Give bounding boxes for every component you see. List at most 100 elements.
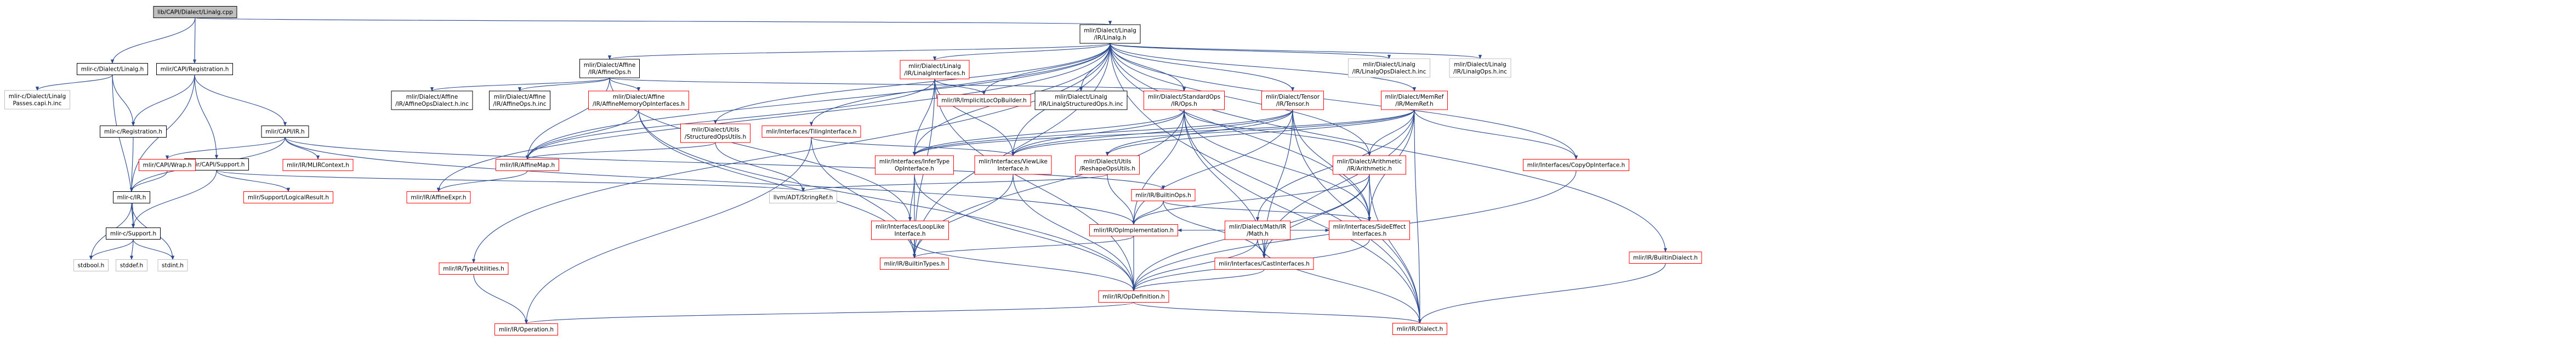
node-label: mlir/IR/TypeUtilities.h [443, 266, 504, 272]
node-typeutilities[interactable]: mlir/IR/TypeUtilities.h [439, 263, 509, 275]
node-c-ir-h[interactable]: mlir-c/IR.h [113, 191, 150, 203]
edge-builtinops-to-sideeffect [1163, 201, 1371, 221]
node-linalgopsdialect-inc[interactable]: mlir/Dialect/Linalg/IR/LinalgOpsDialect.… [1348, 58, 1430, 78]
node-box [153, 6, 237, 18]
edge-mlir-linalg-h-to-tilinginterface [809, 43, 1111, 127]
node-box [1329, 220, 1410, 240]
node-dialect-h[interactable]: mlir/IR/Dialect.h [1392, 323, 1447, 335]
edge-capi-linalg-h-to-c-support-h [112, 75, 135, 229]
node-label: /ReshapeOpsUtils.h [1079, 166, 1135, 172]
node-linalginterfaces[interactable]: mlir/Dialect/Linalg/IR/LinalgInterfaces.… [900, 60, 970, 79]
node-stdbool[interactable]: stdbool.h [73, 259, 109, 271]
edge-mlir-linalg-h-to-dialect-h [1110, 43, 1422, 324]
node-box [139, 159, 196, 171]
node-copyopinterface[interactable]: mlir/Interfaces/CopyOpInterface.h [1523, 159, 1629, 171]
edge-tensor-h-to-opimplementation [1131, 109, 1293, 225]
node-castinterfaces[interactable]: mlir/Interfaces/CastInterfaces.h [1214, 258, 1314, 270]
node-box [73, 259, 109, 271]
edge-capi-ir-h-to-mlircontext [285, 137, 320, 160]
edge-affineops-h-to-affinememory [609, 77, 641, 92]
edge-mlir-linalg-h-to-affineops-h [608, 43, 1111, 60]
node-stringref[interactable]: llvm/ADT/StringRef.h [769, 191, 837, 203]
node-reshapeoputils[interactable]: mlir/Dialect/Utils/ReshapeOpsUtils.h [1075, 155, 1140, 175]
node-stddef[interactable]: stddef.h [116, 259, 147, 271]
edge-memref-h-to-arithmetic [1367, 109, 1415, 156]
node-label: mlir/Interfaces/ViewLike [979, 158, 1048, 165]
node-memref-h[interactable]: mlir/Dialect/MemRef/IR/MemRef.h [1381, 90, 1448, 110]
node-label: /IR/Ops.h [1171, 101, 1197, 107]
node-affinememory[interactable]: mlir/Dialect/Affine/IR/AffineMemoryOpInt… [588, 90, 689, 110]
node-label: mlir/Dialect/Affine [584, 62, 636, 69]
node-opdefinition[interactable]: mlir/IR/OpDefinition.h [1098, 291, 1169, 303]
node-tensor-h[interactable]: mlir/Dialect/Tensor/IR/Tensor.h [1261, 90, 1324, 110]
node-box [77, 63, 148, 75]
node-capi-ir-h[interactable]: mlir/CAPI/IR.h [261, 126, 309, 138]
edge-reshapeoputils-to-stringref [801, 174, 1108, 192]
edge-linalginterfaces-to-infertype [912, 78, 935, 156]
edge-opimplementation-to-builtintypes [913, 236, 1134, 259]
node-box [761, 126, 861, 138]
node-structuredopsutils[interactable]: mlir/Dialect/Utils/StructuredOpsUtils.h [680, 123, 750, 143]
node-c-support-h[interactable]: mlir-c/Support.h [106, 227, 161, 240]
edge-reshapeoputils-to-opimplementation [1107, 174, 1136, 225]
edge-mlir-linalg-h-to-affineexpr [436, 43, 1111, 192]
node-label: mlir/IR/BuiltinDialect.h [1633, 255, 1698, 261]
edge-affineops-h-to-standardops [609, 77, 1186, 92]
edge-capi-ir-h-to-opimplementation [285, 137, 1135, 225]
node-label: mlir/IR/BuiltinOps.h [1135, 192, 1191, 199]
node-builtintypes[interactable]: mlir/IR/BuiltinTypes.h [880, 258, 949, 270]
node-standardops[interactable]: mlir/Dialect/StandardOps/IR/Ops.h [1144, 90, 1225, 110]
node-arithmetic[interactable]: mlir/Dialect/Arithmetic/IR/Arithmetic.h [1333, 155, 1406, 175]
edge-builtindialect-to-dialect-h [1418, 263, 1666, 324]
edge-capi-support-h-to-stringref [216, 170, 805, 192]
edge-affineops-h-to-affineopsdialect-inc [430, 77, 610, 92]
node-tilinginterface[interactable]: mlir/Interfaces/TilingInterface.h [761, 126, 861, 138]
node-builtinops[interactable]: mlir/IR/BuiltinOps.h [1131, 189, 1196, 201]
edge-standardops-to-opimplementation [1131, 109, 1185, 225]
node-box [974, 155, 1052, 175]
node-affineops-h[interactable]: mlir/Dialect/Affine/IR/AffineOps.h [579, 59, 640, 78]
node-builtindialect[interactable]: mlir/IR/BuiltinDialect.h [1629, 252, 1702, 264]
node-box [1089, 224, 1178, 236]
edge-capi-ir-h-to-builtinops [285, 137, 1165, 190]
node-linalgops-inc[interactable]: mlir/Dialect/Linalg/IR/LinalgOps.h.inc [1449, 58, 1511, 78]
node-c-registration-h[interactable]: mlir-c/Registration.h [100, 126, 167, 138]
node-capi-registration-h[interactable]: mlir/CAPI/Registration.h [156, 63, 233, 75]
node-box [1392, 323, 1447, 335]
node-label: mlir/Dialect/StandardOps [1148, 94, 1220, 100]
node-label: Interfaces.h [1352, 231, 1386, 237]
node-box [391, 90, 473, 110]
node-box [1261, 90, 1324, 110]
node-mlir-linalg-h[interactable]: mlir/Dialect/Linalg/IR/Linalg.h [1079, 24, 1141, 44]
node-affineexpr[interactable]: mlir/IR/AffineExpr.h [406, 191, 471, 203]
node-logicalresult[interactable]: mlir/Support/LogicalResult.h [243, 191, 333, 203]
edge-linalginterfaces-to-opdefinition [934, 78, 1136, 292]
node-box [1098, 291, 1169, 303]
node-capi-support-h[interactable]: mlir/CAPI/Support.h [184, 158, 249, 170]
node-implicitlocop[interactable]: mlir/IR/ImplicitLocOpBuilder.h [937, 94, 1031, 106]
node-label: mlir/Interfaces/LoopLike [875, 224, 945, 230]
node-affineops-h-inc[interactable]: mlir/Dialect/Affine/IR/AffineOps.h.inc [489, 90, 550, 110]
node-capi-wrap[interactable]: mlir/CAPI/Wrap.h [139, 159, 196, 171]
edge-arithmetic-to-dialect-h [1369, 174, 1422, 324]
node-stdint[interactable]: stdint.h [157, 259, 188, 271]
node-opimplementation[interactable]: mlir/IR/OpImplementation.h [1089, 224, 1178, 236]
node-label: /IR/LinalgStructuredOps.h.inc [1039, 101, 1123, 107]
node-affinemap[interactable]: mlir/IR/AffineMap.h [496, 159, 559, 171]
node-mathh[interactable]: mlir/Dialect/Math/IR/Math.h [1225, 220, 1290, 240]
edge-structuredopsutils-to-affinemap [526, 142, 716, 160]
node-root[interactable]: lib/CAPI/Dialect/Linalg.cpp [153, 6, 237, 18]
node-box [100, 126, 167, 138]
edge-builtinops-to-opimplementation [1131, 201, 1164, 225]
node-affineopsdialect-inc[interactable]: mlir/Dialect/Affine/IR/AffineOpsDialect.… [391, 90, 473, 110]
node-mlircontext[interactable]: mlir/IR/MLIRContext.h [282, 159, 354, 171]
node-capi-linalg-h[interactable]: mlir-c/Dialect/Linalg.h [77, 63, 148, 75]
node-box [937, 94, 1031, 106]
node-operation[interactable]: mlir/IR/Operation.h [494, 323, 558, 335]
node-linalgstructured-inc[interactable]: mlir/Dialect/Linalg/IR/LinalgStructuredO… [1034, 90, 1128, 110]
